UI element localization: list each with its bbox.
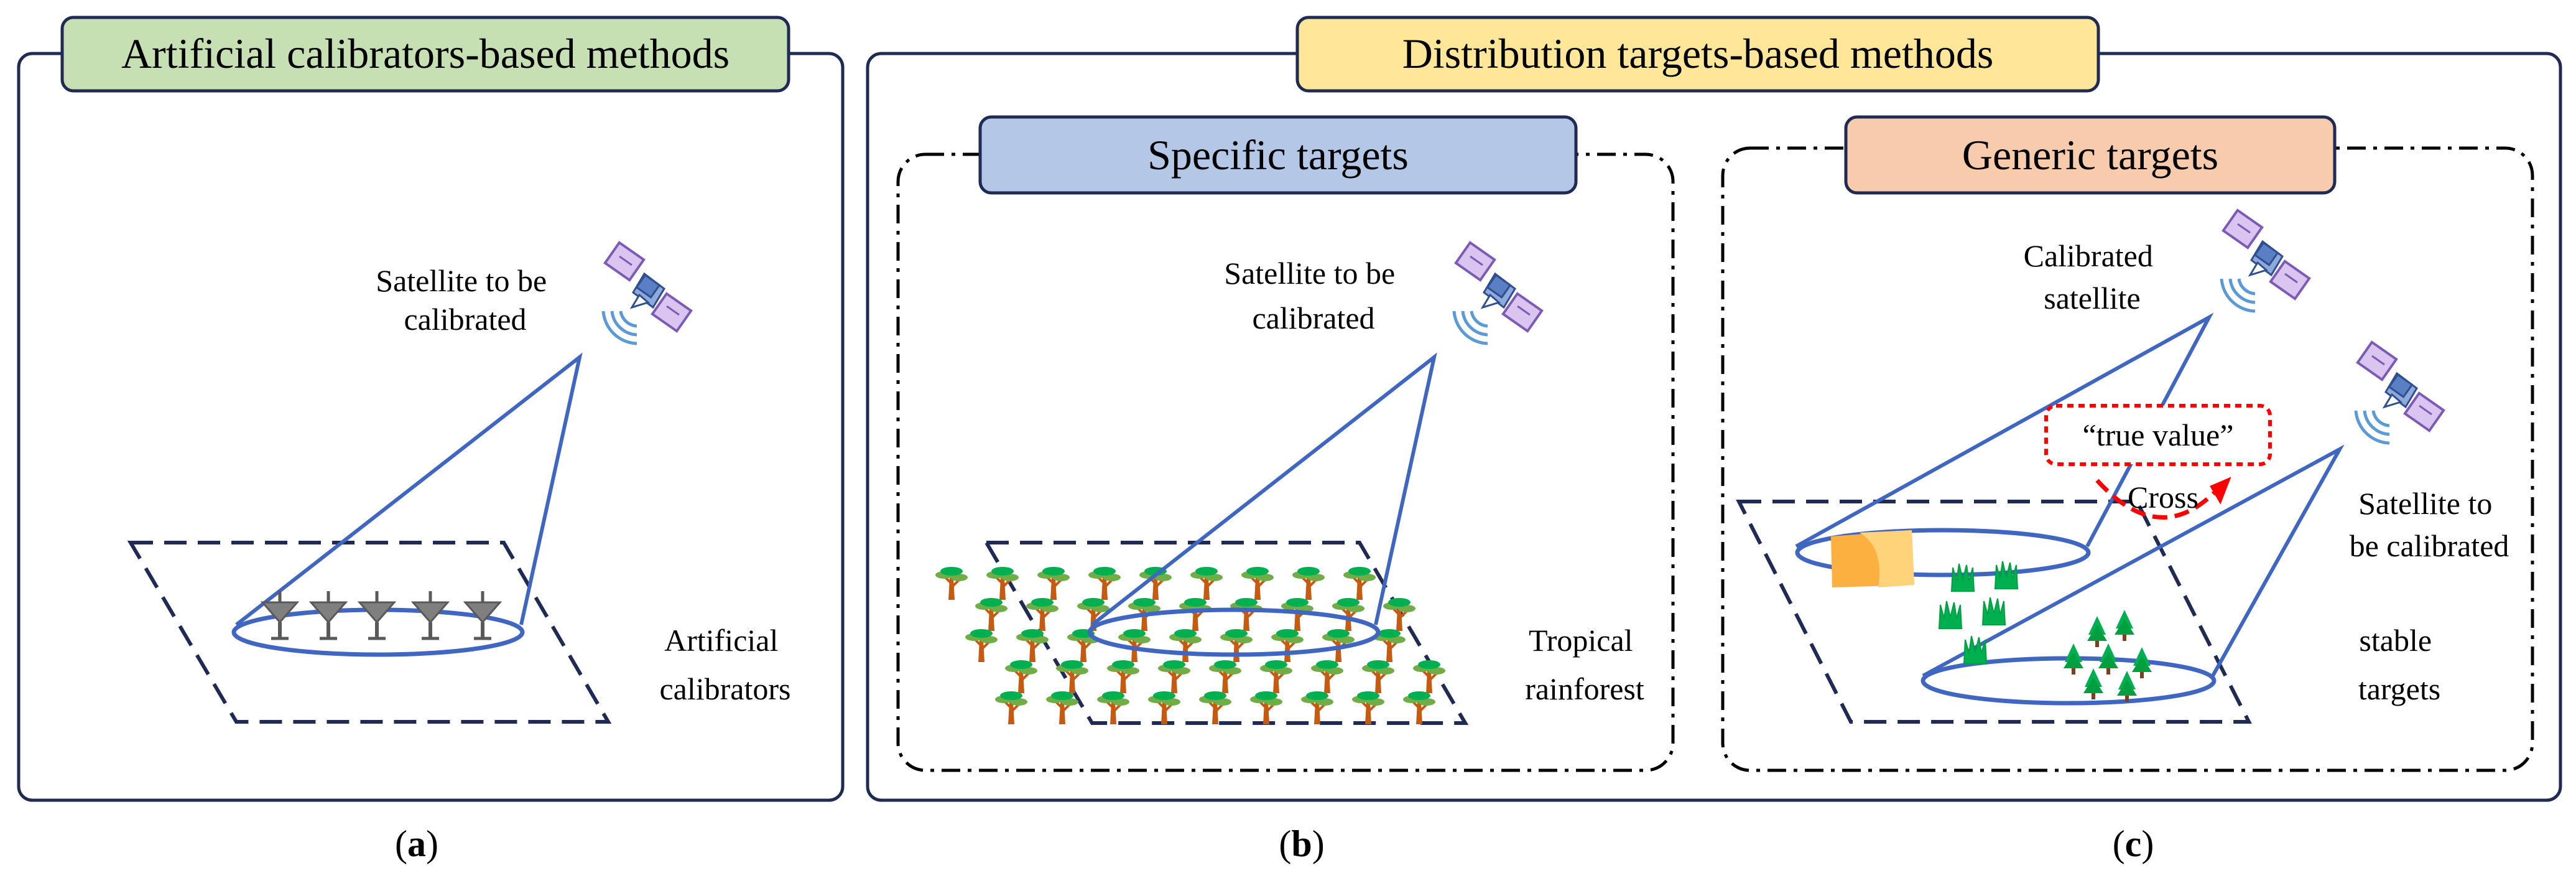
pine-tree-icon bbox=[2115, 610, 2134, 641]
rainforest-tree-icon bbox=[1208, 659, 1243, 694]
rainforest-tree-icon bbox=[1198, 690, 1233, 726]
true-value-label: “true value” bbox=[2083, 418, 2234, 452]
calibrated-footprint-ellipse bbox=[1795, 528, 2091, 577]
rainforest-tree-icon bbox=[1291, 566, 1326, 601]
calibrator-icon bbox=[359, 591, 394, 638]
panel-bc-title-box bbox=[1295, 16, 2100, 93]
panel-b-ground-label: Tropical rainforest bbox=[1525, 623, 1644, 706]
sensor-beam bbox=[235, 352, 583, 627]
rainforest-tree-icon bbox=[1036, 566, 1071, 601]
rainforest-tree-icon bbox=[1219, 628, 1254, 663]
rainforest-tree-icon bbox=[1259, 659, 1294, 694]
forest-targets bbox=[2064, 610, 2152, 702]
panel-b-frame bbox=[896, 152, 1675, 772]
rainforest-tree-icon bbox=[1178, 597, 1213, 632]
panel-c-ground-label: stable targets bbox=[2358, 623, 2440, 706]
panel-c-title: Generic targets bbox=[1962, 131, 2218, 179]
true-value-box bbox=[2044, 404, 2272, 466]
calibrated-sensor-beam bbox=[1795, 312, 2214, 548]
rainforest-tree-icon bbox=[1055, 659, 1090, 694]
cross-arrow bbox=[2095, 479, 2216, 520]
ground-footprint-plane bbox=[983, 541, 1469, 725]
rainforest-tree-icon bbox=[1168, 628, 1203, 663]
rainforest-tree-icon bbox=[1342, 566, 1377, 601]
rainforest-tree-icon bbox=[985, 566, 1020, 601]
panel-b-title-box bbox=[978, 115, 1578, 195]
ground-footprint-plane bbox=[1736, 500, 2252, 724]
rainforest-tree-icon bbox=[1402, 690, 1437, 726]
rainforest-tree-icon bbox=[1229, 597, 1264, 632]
rainforest-tree-icon bbox=[1361, 659, 1396, 694]
panel-a-ground-label: Artificial calibrators bbox=[659, 623, 790, 706]
panel-a-title-box bbox=[60, 16, 790, 93]
calibrator-icon bbox=[413, 591, 448, 638]
rainforest-tree-icon bbox=[1045, 690, 1080, 726]
rainforest-tree-icon bbox=[1412, 659, 1447, 694]
rainforest-tree-icon bbox=[1025, 597, 1060, 632]
rainforest-tree-icon bbox=[994, 690, 1029, 726]
pine-tree-icon bbox=[2098, 643, 2118, 675]
rainforest-tree-icon bbox=[1147, 690, 1182, 726]
ground-footprint-plane bbox=[127, 541, 612, 724]
rainforest-tree-icon bbox=[1066, 628, 1101, 663]
rainforest-tree-icon bbox=[1087, 566, 1122, 601]
cross-arrow-head bbox=[2210, 477, 2231, 505]
rainforest-tree-icon bbox=[1096, 690, 1131, 726]
pine-tree-icon bbox=[2064, 643, 2083, 675]
caption-a: (a) bbox=[395, 823, 438, 864]
pine-tree-icon bbox=[2132, 647, 2152, 678]
pine-tree-icon bbox=[2087, 616, 2107, 647]
rainforest-tree-icon bbox=[1249, 690, 1284, 726]
target-sensor-beam bbox=[1922, 444, 2345, 678]
panel-bc-title: Distribution targets-based methods bbox=[1402, 30, 1994, 77]
panel-c-title-box bbox=[1844, 115, 2337, 195]
panel-a-title: Artificial calibrators-based methods bbox=[121, 30, 730, 77]
rainforest-tree-icon bbox=[1189, 566, 1224, 601]
rainforest-tree-icon bbox=[934, 566, 969, 601]
grass-icon bbox=[1963, 635, 1987, 664]
grass-icon bbox=[1982, 597, 2006, 625]
calibrator-icon bbox=[311, 591, 346, 638]
grass-icon bbox=[1995, 561, 2018, 589]
panel-a-satellite-label: Satellite to be calibrated bbox=[376, 263, 554, 337]
rainforest-trees bbox=[934, 566, 1447, 726]
pine-tree-icon bbox=[2117, 671, 2137, 702]
calibrated-satellite-label: Calibrated satellite bbox=[2024, 238, 2161, 315]
satellite-icon bbox=[603, 243, 691, 343]
desert-target bbox=[1831, 530, 1914, 587]
target-satellite-label: Satellite to be calibrated bbox=[2350, 486, 2509, 563]
grass-icon bbox=[1939, 600, 1962, 629]
panel-b-satellite-label: Satellite to be calibrated bbox=[1224, 256, 1402, 335]
rainforest-tree-icon bbox=[1106, 659, 1141, 694]
rainforest-tree-icon bbox=[1015, 628, 1050, 663]
panel-b-title: Specific targets bbox=[1147, 131, 1409, 179]
grass-icon bbox=[1951, 563, 1975, 592]
rainforest-tree-icon bbox=[1310, 659, 1345, 694]
footprint-ellipse bbox=[1087, 607, 1381, 657]
caption-c: (c) bbox=[2113, 823, 2154, 864]
rainforest-tree-icon bbox=[1382, 597, 1417, 632]
rainforest-tree-icon bbox=[974, 597, 1009, 632]
calibrated-satellite-icon bbox=[2222, 210, 2309, 311]
rainforest-tree-icon bbox=[1004, 659, 1039, 694]
rainforest-tree-icon bbox=[1157, 659, 1192, 694]
target-satellite-icon bbox=[2356, 342, 2444, 443]
rainforest-tree-icon bbox=[964, 628, 999, 663]
caption-b: (b) bbox=[1279, 823, 1324, 864]
rainforest-tree-icon bbox=[1270, 628, 1305, 663]
rainforest-tree-icon bbox=[1240, 566, 1275, 601]
rainforest-tree-icon bbox=[1351, 690, 1386, 726]
satellite-icon bbox=[1454, 243, 1542, 343]
cross-label: Cross bbox=[2128, 480, 2198, 515]
sensor-beam bbox=[1091, 352, 1437, 627]
rainforest-tree-icon bbox=[1300, 690, 1335, 726]
pine-tree-icon bbox=[2083, 668, 2103, 699]
